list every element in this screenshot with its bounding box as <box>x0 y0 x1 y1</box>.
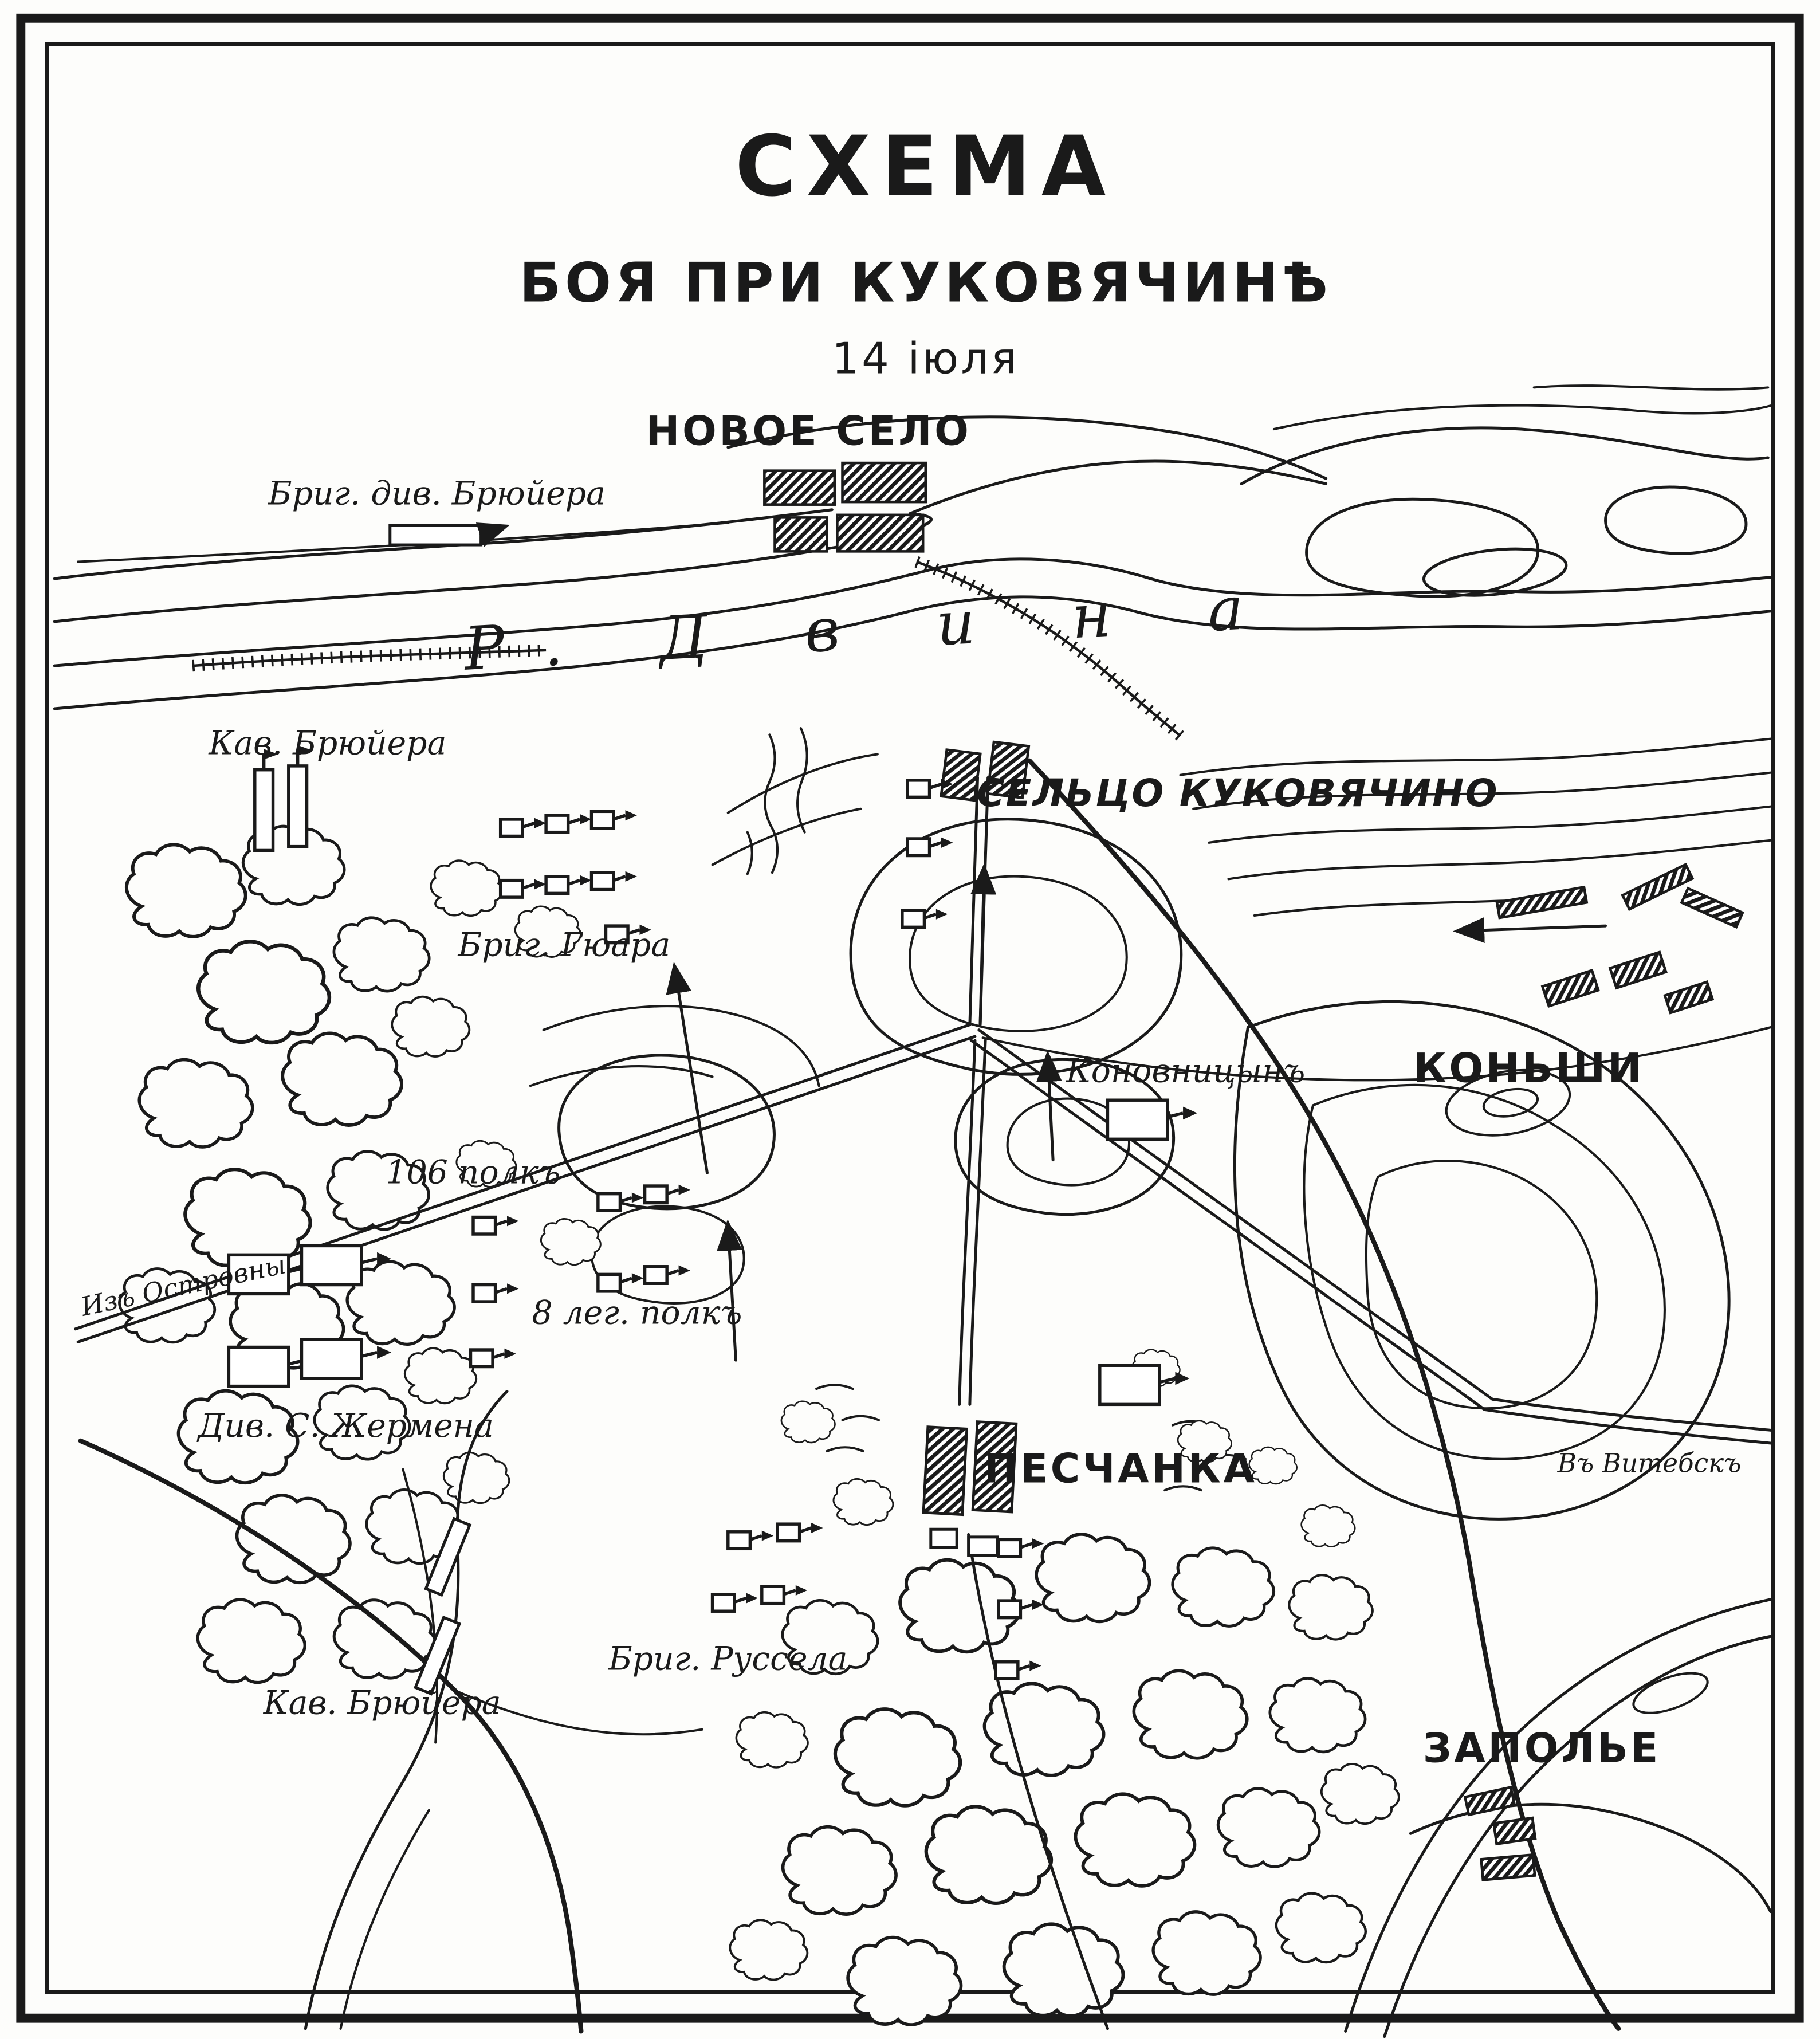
flag-staffs <box>666 863 1062 1362</box>
brigade-bar-north <box>388 522 510 547</box>
contours-northeast <box>1179 737 1775 917</box>
label-brig-div-bruyera: Бриг. див. Брюйера <box>268 475 606 513</box>
road-to-vitebsk <box>969 1028 1775 1445</box>
road-zapolye <box>1409 1802 1772 1914</box>
label-river-dvina: Р. Д в и н а <box>461 571 1284 684</box>
boundary-line-east <box>1027 758 1621 2031</box>
village-blocks-peschanka <box>922 1420 1018 1557</box>
village-blocks-zapolye <box>1463 1785 1537 1881</box>
map-date: 14 іюля <box>832 333 1020 383</box>
forest-bottom <box>729 1534 1400 2025</box>
village-blocks-konshi <box>1540 950 1715 1015</box>
cavalry-batons-south <box>413 1517 472 1696</box>
map-title: СХЕМА <box>735 118 1116 215</box>
village-blocks-kukovyachino <box>940 740 1031 802</box>
infantry-squares-106 <box>470 1185 690 1367</box>
label-div-s-zhermena: Див. С. Жермена <box>196 1407 493 1445</box>
stream-bottom-right <box>1344 1598 1775 2038</box>
label-kav-bruyera-north: Кав. Брюйера <box>208 724 446 762</box>
road-to-konshi <box>981 1026 1772 1082</box>
label-novoe-selo: НОВОЕ СЕЛО <box>646 407 972 454</box>
label-brig-russela: Бриг. Руссела <box>608 1640 847 1677</box>
infantry-squares-center <box>902 779 953 928</box>
label-peschanka: ПЕСЧАНКА <box>984 1445 1257 1492</box>
stream-bottom-left <box>304 1390 509 2030</box>
map-subtitle: БОЯ ПРИ КУКОВЯЧИНѢ <box>520 252 1332 315</box>
label-seltso-kukovyachino: СЕЛЬЦО КУКОВЯЧИНО <box>977 771 1499 815</box>
label-v-vitebsk: Въ Витебскъ <box>1557 1448 1742 1478</box>
label-konovnitsyn: Коновницынъ <box>1066 1052 1305 1090</box>
label-106-polk: 106 полкъ <box>386 1153 561 1191</box>
label-kav-bruyera-south: Кав. Брюйера <box>263 1684 501 1722</box>
slope-squiggles <box>746 727 1247 1492</box>
label-brig-guara: Бриг. Гюара <box>458 926 671 964</box>
label-8-leg-polk: 8 лег. полкъ <box>532 1294 742 1332</box>
retreat-arrow-columns <box>1453 862 1744 944</box>
road-to-peschanka-south <box>958 1039 1109 2030</box>
village-blocks-novoe-selo <box>763 461 927 553</box>
label-konshi: КОНЬШИ <box>1413 1044 1644 1091</box>
hill-contours-center <box>711 753 1183 1216</box>
label-zapolye: ЗАПОЛЬЕ <box>1423 1725 1661 1772</box>
